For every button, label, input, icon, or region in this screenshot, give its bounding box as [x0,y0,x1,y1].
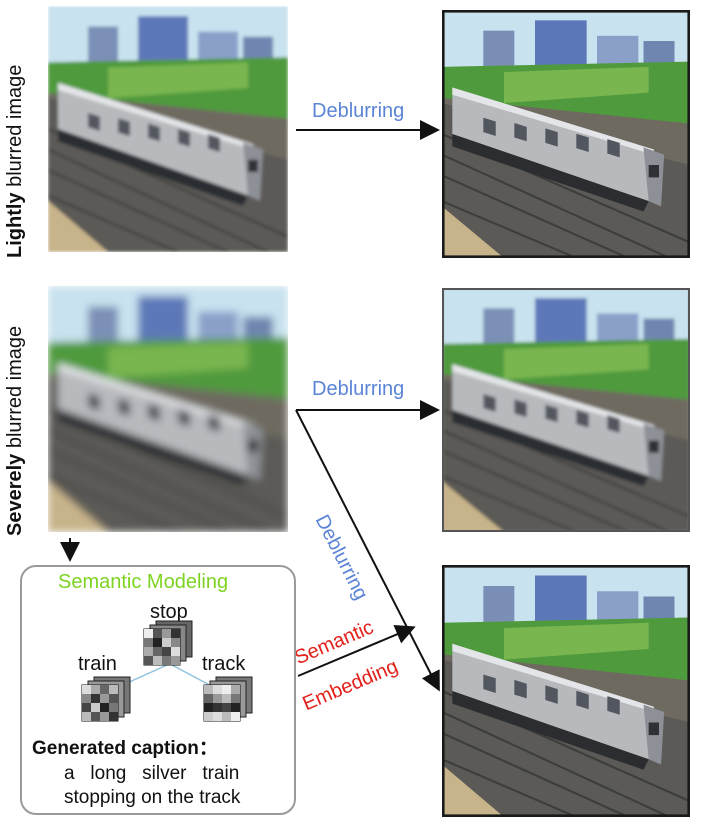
word-train: train [78,653,117,675]
deblurring-label-3: Deblurring [310,511,373,604]
embedding-label: Embedding [299,655,402,716]
track-feature-patch [203,676,253,722]
caption-line-1: a long silver train [64,763,240,784]
word-embedding-graph [81,620,253,722]
deblurred-image-light [442,10,690,258]
train-feature-patch [81,676,131,722]
deblurring-label-2: Deblurring [312,378,405,400]
deblurred-image-severe [442,288,690,532]
deblurring-label-1: Deblurring [312,100,405,122]
panel-title: Semantic Modeling [58,571,229,593]
lightly-blurred-image [48,6,288,252]
word-stop: stop [150,601,188,623]
semantic-deblurred-image [442,565,690,817]
semantic-label: Semantic [291,616,377,670]
stop-feature-patch [143,620,193,666]
word-track: track [202,653,246,675]
lightly-blurred-label: Lightly blurred image [4,64,26,258]
caption-line-2: stopping on the track [64,787,241,808]
semantic-modeling-panel: Semantic Modeling stop train track [20,565,296,815]
severely-blurred-label: Severely blurred image [4,325,26,536]
generated-caption-label: Generated caption： [32,738,218,759]
severely-blurred-image [48,286,288,532]
